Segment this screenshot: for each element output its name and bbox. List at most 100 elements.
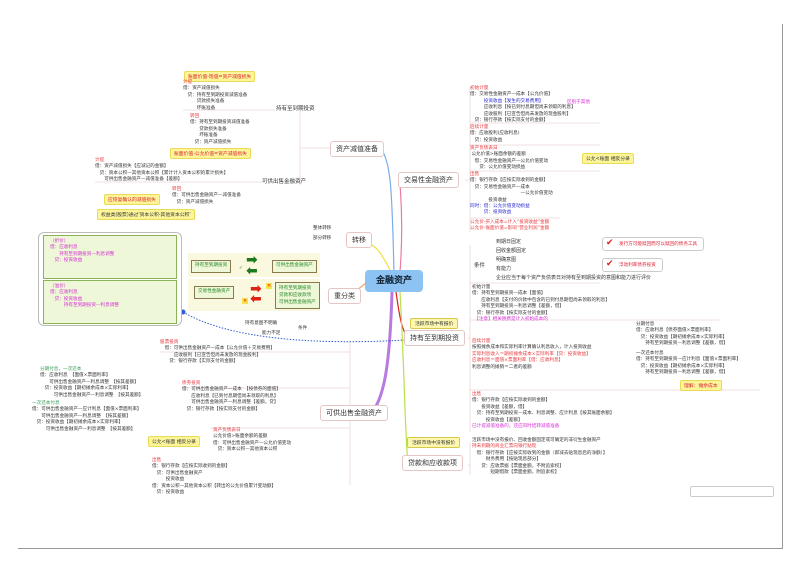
target-htm: 持有至到期投资 — [279, 286, 312, 291]
afs-bond: 债券投资借：可供出售金融资产—成本 【按债券的面值】 应收利息【已到付息期但尚未… — [182, 381, 281, 413]
node-available-for-sale[interactable]: 可供出售金融资产 — [320, 405, 388, 421]
entry-line: 贷：投资收益【期初摊余成本×实际利率】 — [40, 386, 132, 392]
entry-line: 借：银行存款【应按实际收到的金额（即减去贴现息后的净额）】 — [472, 450, 608, 456]
entry-line: 出售 — [470, 172, 480, 177]
entry-line: 贷：银行存款【按实际支付的金额】 — [472, 310, 551, 316]
entry-line: 贷：投资收益 — [470, 137, 503, 143]
afs-sale: 出售借：银行存款【应按实际收到的金额】 贷：可供出售金融资产 投资收益借：资本公… — [152, 458, 276, 496]
entry-line: 持有至到期投资—利息调整【差额，借】 — [636, 370, 728, 376]
entry-line: 明确意图 — [496, 257, 517, 263]
equity-note: 权益类(股票)通过'资本公积-其他资本公积' — [97, 209, 195, 220]
htm-sale: 出售借：银行存款【应按实际收到的金额】 投资收益【差额，借】 贷：持有至到期投资… — [472, 392, 614, 430]
entry-line: 初始计量 — [472, 285, 491, 290]
node-held-to-maturity[interactable]: 持有至到期投资 — [404, 330, 465, 346]
entry-line: 转回 — [172, 187, 182, 192]
trading-notes: 公允价-买入成本=计入“投资收益”金额公允价-账面价值=影响“营业利润”金额 — [470, 220, 549, 233]
node-impairment[interactable]: 资产减值准备 — [330, 141, 384, 157]
link-afs — [368, 291, 394, 416]
entry-line: 计提 — [95, 158, 105, 163]
entry-line: 投资收益【发生的交易费用】 — [470, 98, 544, 104]
dotted-link-conditions — [182, 311, 406, 343]
entry-line: 持未到期的商业汇票向银行贴现 — [472, 444, 537, 450]
entry-line: 贷款损失准备 — [190, 126, 227, 132]
htm-periodic-interest: 分期付息借：应收利息【债券面值×票面利率】 贷：投资收益【期初摊余成本×实际利率… — [636, 322, 728, 348]
conditions-label: 条件 — [298, 326, 308, 331]
afs-periodic: 分期付息，一次还本借：应收利息 【面值×票面利率】 可供出售金融资产—利息调整 … — [40, 367, 143, 399]
entry-line: 到期日固定 — [496, 239, 522, 245]
callout-text: 发行方可能赎回而可以赎回的债务工具 — [619, 242, 698, 247]
entry-line: 计提 — [183, 80, 193, 85]
entry-line: 借：应收利息 — [50, 245, 78, 251]
transfer-partial: 部分转移 — [313, 236, 332, 241]
node-reclassification[interactable]: 重分类 — [328, 288, 361, 304]
htm-impairment-formula: 账面价值-现值=资产减值损失 — [184, 71, 256, 82]
node-trading[interactable]: 交易性金融资产 — [398, 172, 459, 188]
entry-line: 持有至到期投资—利息调整【差额，借】 — [636, 341, 728, 347]
entry-line: 借：可供出售金融资产—减值准备 — [172, 193, 241, 199]
entry-line: 借：可供出售金融资产—应计利息【面值×票面利率】 — [32, 407, 142, 413]
entry-line: 贷：投资收益【期初摊余成本×实际利率】 — [636, 363, 728, 369]
node-impairment-htm[interactable]: 持有至到期投资 — [276, 106, 315, 112]
entry-line: 贷：银行存款【按实际支付的金额】 — [470, 118, 549, 124]
entry-line: 贷：资本公积—其他资本公积 — [213, 447, 278, 453]
entry-line: 资产负债表日 — [213, 428, 241, 433]
afs-stock: 股票投资 借：可供出售金融资产—成本【公允价值＋交易费用】 应收股利【已宣告但尚… — [160, 340, 275, 366]
forbidden-x-icon: ✕ — [242, 298, 249, 304]
entry-line: 贷：银行存款【按实际支付的金额】 — [182, 406, 261, 412]
entry-line: 借：持有至到期投资—成本【面值】 — [472, 291, 546, 297]
htm-conditions: 到期日固定回收金额固定明确意图有能力企业应当于每个资产负债表日对持有至到期投资的… — [496, 238, 651, 283]
entry-line: 公允价-账面价值=影响“营业利润”金额 — [470, 226, 550, 232]
reclass-htm: 持有至到期投资 — [191, 260, 232, 273]
entry-line: 【注意】相关税费是计入初始成本的 — [472, 317, 548, 323]
entry-line: 可供出售金融资产—利息调整 【按其差额】 — [32, 426, 136, 432]
entry-line: 贷：投资收益 — [152, 490, 185, 496]
node-impairment-afs[interactable]: 可供出售金融资产 — [262, 179, 307, 185]
entry-line: 借：资产减值损失 — [183, 86, 220, 92]
central-topic[interactable]: 金融资产 — [365, 270, 423, 292]
entry-line: 出售 — [472, 392, 482, 397]
entry-line: 实际利息收入＝期初摊余成本×实际利率【贷：投资收益】 — [472, 351, 591, 357]
htm-tag: 活跃市场中有报价 — [410, 318, 459, 329]
arrow-left-red-icon: ⬅ — [250, 291, 262, 307]
entry-line: 分期付息 — [636, 322, 655, 327]
node-loans-receivables[interactable]: 贷款和应收款项 — [402, 455, 463, 471]
amortized-cost-note: 理解：摊余成本 — [680, 380, 722, 391]
entry-line: 贷：投资收益 — [50, 296, 83, 302]
callout-floating-rate: ✔浮动利率债券投资 — [602, 258, 663, 272]
entry-line: 可供出售金融资产—利息调整【差额，贷】 — [182, 400, 279, 406]
entry-line: 可供出售金融资产—利息调整 【按其差额】 — [40, 392, 144, 398]
entry-line: 借：银行存款【应按实际收到的金额】 — [152, 464, 231, 470]
entry-line: 借：交易性金融资产—公允价值变动 — [470, 158, 549, 164]
entry-line: 后续计量 — [472, 339, 491, 344]
afs-reverse-note: 公允<账面 相反分录 — [148, 436, 200, 447]
entry-line: 坏账准备 — [183, 105, 216, 111]
condition-lack-ability: 能力不足 — [262, 331, 281, 336]
entry-line: 借：持有至到期投资—应计利息【面值×票面利率】 — [636, 357, 741, 363]
entry-line: 短期借款【票面金额，附追索权】 — [472, 470, 560, 476]
htm-initial: 初始计量借：持有至到期投资—成本【面值】 应收利息【支付的价款中包含的已到付息期… — [472, 285, 610, 323]
page-frame — [18, 24, 783, 549]
entry-line: 公允价值>账面余额的差额 — [470, 152, 526, 158]
entry-line: 借：可供出售金融资产—成本【公允价值＋交易费用】 — [160, 346, 275, 352]
entry-line: 公允价值>账面余额的差额 — [213, 434, 268, 440]
entry-line: 回收金额固定 — [496, 248, 527, 254]
entry-line: 一次还本付息 — [636, 351, 664, 356]
entry-line: 一次还本付息 — [32, 401, 60, 406]
htm-conditions-label: 条件 — [474, 263, 486, 269]
discount-entries: （折价）借：应收利息 持有至到期投资—利息调整 贷：投资收益 — [50, 239, 114, 265]
check-icon: ✔ — [606, 259, 614, 269]
entry-line: 可供出售金融资产—利息调整 【按其差额】 — [32, 413, 131, 419]
empty-input-box[interactable] — [690, 486, 774, 497]
trading-fee-note: 区别于其他 — [567, 100, 590, 105]
entry-line: 转回 — [190, 114, 200, 119]
entry-line: 有能力 — [496, 266, 512, 272]
entry-line: 利息调整的摊销＝二者的差额 — [472, 364, 532, 370]
entry-line: 后续计量 — [470, 125, 489, 130]
entry-line: 应收股利【已宣告但尚未发放的现金股利】 — [470, 111, 572, 117]
link-impairment — [379, 147, 395, 273]
node-transfer[interactable]: 转移 — [346, 232, 372, 248]
premium-entries: （溢价）借：应收利息 贷：投资收益 持有至到期投资—利息调整 — [50, 284, 119, 310]
entry-line: 借：应收利息 【面值×票面利率】 — [40, 373, 111, 379]
trading-initial: 初始计量借：交易性金融资产—成本【公允价值】 投资收益【发生的交易费用】 应收利… — [470, 86, 576, 124]
entry-line: 贷：公允价值变动损益 — [470, 165, 526, 171]
